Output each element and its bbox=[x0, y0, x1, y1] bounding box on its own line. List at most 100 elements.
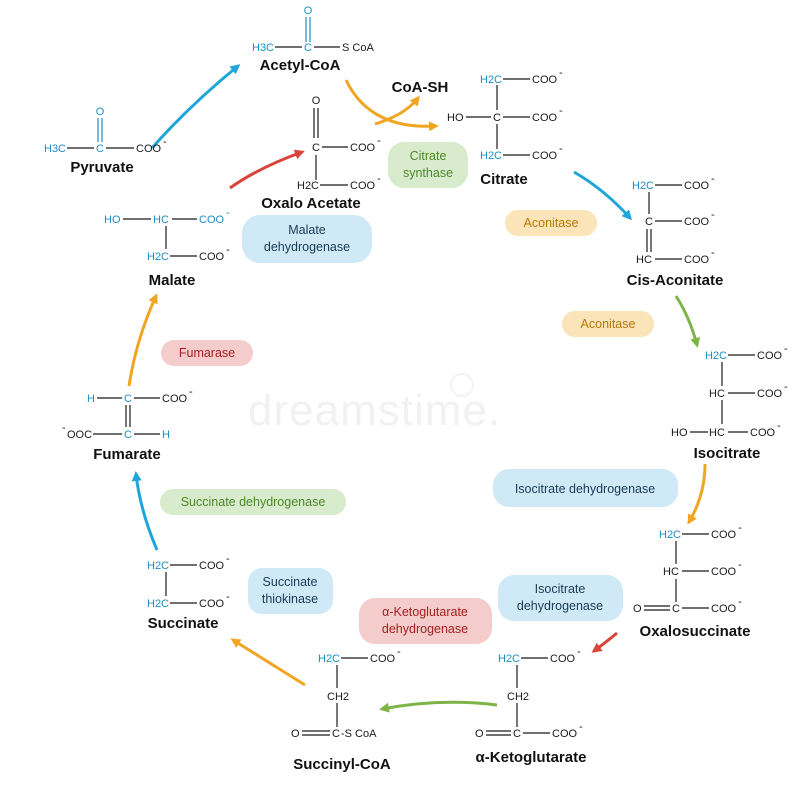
atom-o: O bbox=[96, 106, 105, 118]
enzyme-label-line1: Isocitrate bbox=[535, 582, 586, 596]
watermark-logo-icon bbox=[450, 373, 474, 397]
charge-minus: - bbox=[377, 173, 381, 185]
atom-hc: HC bbox=[636, 254, 652, 266]
enzyme-label-line1: α-Ketoglutarate bbox=[382, 605, 468, 619]
enzyme-aconitase-2: Aconitase bbox=[562, 311, 654, 337]
molecule-name: Isocitrate bbox=[694, 445, 761, 462]
charge-minus: - bbox=[559, 143, 563, 155]
atom-hc: HC bbox=[709, 427, 725, 439]
enzyme-label-line2: dehydrogenase bbox=[382, 622, 468, 636]
atom-ch2: H2C bbox=[498, 653, 520, 665]
charge-minus: - bbox=[738, 559, 742, 571]
atom-h: H bbox=[162, 429, 170, 441]
atom-ch3: H3C bbox=[44, 143, 66, 155]
atom-scoa: -S CoA bbox=[341, 728, 377, 740]
atom-ch2: H2C bbox=[318, 653, 340, 665]
enzyme-fumarase: Fumarase bbox=[161, 340, 253, 366]
enzyme-label-line1: Succinate bbox=[263, 575, 318, 589]
atom-ch2: H2C bbox=[705, 350, 727, 362]
enzyme-label: Isocitrate dehydrogenase bbox=[515, 482, 655, 496]
enzyme-label-line2: dehydrogenase bbox=[264, 240, 350, 254]
charge-minus: - bbox=[577, 646, 581, 658]
arrow-citrate-to-cisaconitate bbox=[573, 170, 632, 221]
atom-coo: COO bbox=[757, 388, 783, 400]
atom-c: C bbox=[645, 216, 653, 228]
atom-ch2: H2C bbox=[480, 74, 502, 86]
molecule-acetyl-coa: O H3C C S CoA Acetyl-CoA bbox=[252, 5, 374, 74]
enzyme-label: Aconitase bbox=[581, 317, 636, 331]
charge-minus: - bbox=[226, 591, 230, 603]
watermark-text: dreamstime. bbox=[248, 386, 501, 435]
charge-minus: - bbox=[711, 173, 715, 185]
atom-coo: COO bbox=[750, 427, 776, 439]
atom-ch3: H3C bbox=[252, 42, 274, 54]
charge-minus: - bbox=[738, 596, 742, 608]
enzyme-aconitase-1: Aconitase bbox=[505, 210, 597, 236]
enzyme-label: Fumarase bbox=[179, 346, 235, 360]
atom-ch2: H2C bbox=[632, 180, 654, 192]
molecule-name: Succinate bbox=[148, 615, 219, 632]
atom-coo: COO bbox=[684, 180, 710, 192]
atom-coo: COO bbox=[711, 566, 737, 578]
charge-minus: - bbox=[226, 207, 230, 219]
atom-coo: COO bbox=[532, 150, 558, 162]
atom-scoa: S CoA bbox=[342, 42, 374, 54]
atom-coo: COO bbox=[684, 216, 710, 228]
charge-minus: - bbox=[226, 553, 230, 565]
charge-minus: - bbox=[777, 420, 781, 432]
charge-minus: - bbox=[163, 136, 167, 148]
molecule-name: Cis-Aconitate bbox=[627, 272, 724, 289]
enzyme-label: Succinate dehydrogenase bbox=[181, 495, 326, 509]
atom-coo: COO bbox=[350, 142, 376, 154]
molecule-fumarate: H C COO - - OOC C H Fumarate bbox=[62, 386, 193, 463]
molecule-citrate: H2C COO - HO C COO - H2C COO - Citrate bbox=[447, 67, 563, 188]
atom-c: C bbox=[304, 42, 312, 54]
atom-coo: COO bbox=[199, 251, 225, 263]
atom-h: H bbox=[87, 393, 95, 405]
molecule-a-ketoglutarate: H2C COO - CH2 O C COO - α-Ketoglutarate bbox=[475, 646, 586, 766]
atom-coo: COO bbox=[684, 254, 710, 266]
arrow-aketoglutarate-to-succinylcoa bbox=[379, 700, 498, 713]
molecule-succinyl-coa: H2C COO - CH2 O C -S CoA Succinyl-CoA bbox=[291, 646, 401, 773]
atom-coo: COO bbox=[199, 214, 225, 226]
atom-ho: HO bbox=[671, 427, 688, 439]
atom-c: C bbox=[513, 728, 521, 740]
arrow-coa-sh-release bbox=[374, 95, 420, 126]
molecule-name-coa-sh: CoA-SH bbox=[392, 79, 449, 96]
atom-ch2: H2C bbox=[297, 180, 319, 192]
atom-ch2: H2C bbox=[147, 560, 169, 572]
atom-c: C bbox=[312, 142, 320, 154]
atom-c: C bbox=[124, 429, 132, 441]
atom-hc: HC bbox=[709, 388, 725, 400]
atom-o: O bbox=[633, 603, 642, 615]
charge-minus: - bbox=[784, 381, 788, 393]
charge-minus: - bbox=[397, 646, 401, 658]
arrow-isocitrate-to-oxalosuccinate bbox=[687, 463, 707, 525]
molecule-succinate: H2C COO - H2C COO - Succinate bbox=[147, 553, 230, 632]
charge-minus: - bbox=[559, 105, 563, 117]
atom-ch2: H2C bbox=[659, 529, 681, 541]
molecule-name: Pyruvate bbox=[70, 159, 133, 176]
enzyme-citrate-synthase: Citrate synthase bbox=[388, 142, 468, 188]
arrow-pyruvate-to-acetylcoa bbox=[150, 64, 241, 149]
molecule-name: Malate bbox=[149, 272, 196, 289]
arrow-malate-to-oxaloacetate bbox=[229, 149, 305, 190]
enzyme-isocitrate-dehydrogenase-2: Isocitrate dehydrogenase bbox=[498, 575, 623, 621]
atom-coo: COO bbox=[532, 74, 558, 86]
arrow-succinate-to-fumarate bbox=[131, 471, 159, 551]
molecule-oxaloacetate: O C COO - H2C COO - Oxalo Acetate bbox=[261, 95, 381, 212]
molecule-name: Acetyl-CoA bbox=[260, 57, 341, 74]
atom-coo: COO bbox=[162, 393, 188, 405]
charge-minus: - bbox=[711, 247, 715, 259]
charge-minus: - bbox=[711, 209, 715, 221]
enzyme-label: Aconitase bbox=[524, 216, 579, 230]
molecule-name: Succinyl-CoA bbox=[293, 756, 391, 773]
molecule-name: α-Ketoglutarate bbox=[476, 749, 587, 766]
atom-c: C bbox=[96, 143, 104, 155]
enzyme-malate-dehydrogenase: Malate dehydrogenase bbox=[242, 215, 372, 263]
atom-coo: COO bbox=[757, 350, 783, 362]
atom-o: O bbox=[304, 5, 313, 17]
charge-minus: - bbox=[559, 67, 563, 79]
